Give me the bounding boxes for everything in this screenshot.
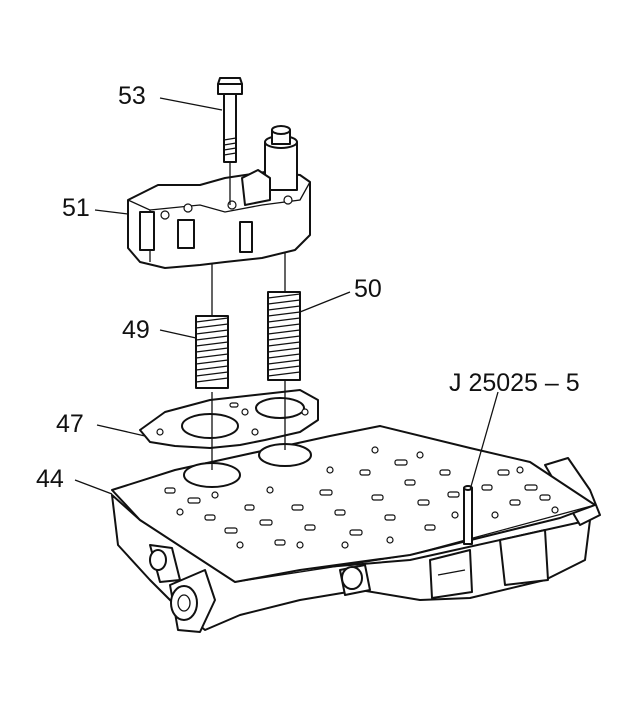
callout-50: 50 xyxy=(354,275,382,303)
valve-body xyxy=(111,425,601,633)
spring-49 xyxy=(195,315,229,389)
gasket xyxy=(139,389,319,449)
callout-tool: J 25025 – 5 xyxy=(449,369,580,397)
callout-44: 44 xyxy=(36,465,64,493)
callout-51: 51 xyxy=(62,194,90,222)
alignment-lines xyxy=(211,245,286,470)
guide-pin-tool xyxy=(463,485,473,545)
callout-47: 47 xyxy=(56,410,84,438)
accumulator-housing xyxy=(127,125,311,269)
spring-50 xyxy=(267,291,301,381)
leader-lines xyxy=(74,97,499,495)
callout-53: 53 xyxy=(118,82,146,110)
bolt-53 xyxy=(217,77,243,205)
plate-holes xyxy=(164,446,559,549)
callout-49: 49 xyxy=(122,316,150,344)
